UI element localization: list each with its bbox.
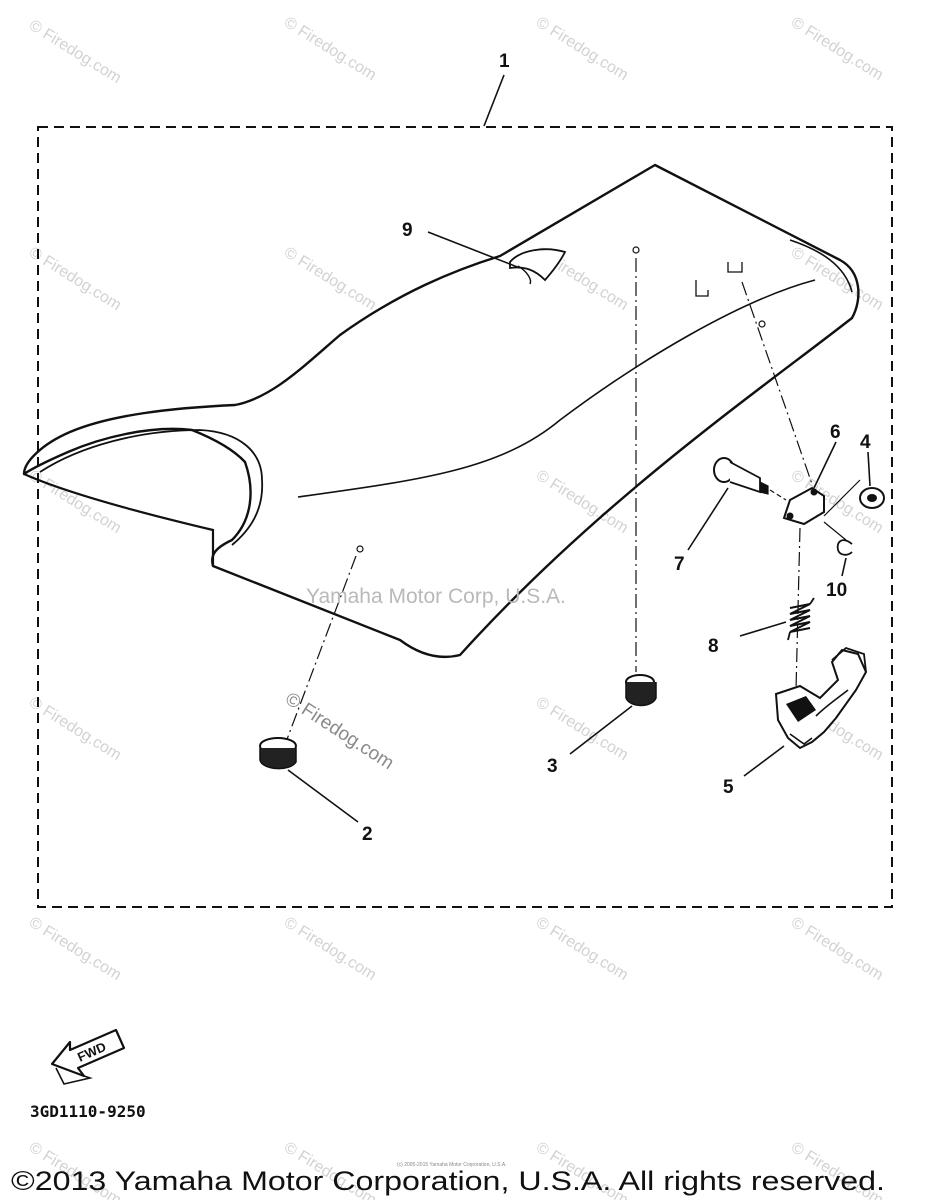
seat <box>22 163 860 659</box>
callout-8: 8 <box>708 636 719 657</box>
leader-7 <box>687 487 729 551</box>
part-3-damper <box>625 674 657 707</box>
leader-6 <box>813 441 837 489</box>
seat-pan-curve <box>39 429 263 546</box>
bolt-axis <box>769 489 787 501</box>
part-code: 3GD1110-9250 <box>30 1102 146 1121</box>
part-5-latch <box>774 646 868 750</box>
leader-5 <box>743 745 785 777</box>
leader-8 <box>739 621 787 637</box>
bolt-shank <box>729 461 761 494</box>
part-6-bracket <box>782 486 825 526</box>
watermark-diagonal: © Firedog.com <box>281 689 397 775</box>
callout-9: 9 <box>402 220 413 241</box>
seat-rear-edge <box>789 239 853 293</box>
seat-mount-hole <box>758 320 766 328</box>
nut-axis <box>823 479 861 517</box>
part-4-nut <box>859 487 885 509</box>
fwd-arrow: FWD <box>50 1028 126 1085</box>
seat-crease <box>297 279 816 498</box>
seat-front-rim <box>23 472 215 566</box>
part-2-damper <box>259 737 297 770</box>
bracket-hole <box>786 512 794 520</box>
watermark: © Firedog.com <box>281 244 379 314</box>
nut-inner <box>867 494 877 502</box>
watermark: © Firedog.com <box>26 244 124 314</box>
spring-end <box>787 597 815 641</box>
seat-mount-hole <box>356 545 364 553</box>
latch-hook <box>789 733 813 745</box>
fwd-arrow-shape <box>50 1028 126 1078</box>
watermark: © Firedog.com <box>26 17 124 87</box>
watermark: © Firedog.com <box>281 14 379 84</box>
copyright-footer: ©2013 Yamaha Motor Corporation, U.S.A. A… <box>11 1166 885 1196</box>
watermark: © Firedog.com <box>533 14 631 84</box>
latch-body <box>774 648 868 750</box>
callout-7: 7 <box>674 554 685 575</box>
watermark: © Firedog.com <box>533 694 631 764</box>
watermark: © Firedog.com <box>26 694 124 764</box>
seat-hook-right <box>727 262 743 273</box>
callout-5: 5 <box>723 777 734 798</box>
callout-10: 10 <box>826 580 847 601</box>
callout-3: 3 <box>547 756 558 777</box>
seat-outline <box>22 163 860 659</box>
bolt-thread <box>759 481 769 495</box>
watermark: © Firedog.com <box>281 914 379 984</box>
damper-body <box>625 682 657 707</box>
latch-shading <box>786 696 816 722</box>
spring-coils <box>789 603 811 633</box>
callout-4: 4 <box>860 432 871 453</box>
tiny-copyright: (c) 2005-2015 Yamaha Motor Corporation, … <box>397 1162 507 1168</box>
clip-body <box>836 539 853 556</box>
latch-arm <box>815 689 849 717</box>
leader-9 <box>427 231 521 269</box>
watermark: © Firedog.com <box>26 467 124 537</box>
leader-4 <box>867 451 871 487</box>
seat-hook-left <box>695 280 709 297</box>
damper-body <box>259 748 297 770</box>
leader-1 <box>483 74 505 127</box>
bracket-body <box>782 486 825 526</box>
part-7-bolt <box>713 457 769 495</box>
bracket-hole <box>810 488 818 496</box>
callout-2: 2 <box>362 824 373 845</box>
assembly-boundary <box>37 126 893 908</box>
centerline-part6 <box>741 281 813 485</box>
watermark: © Firedog.com <box>533 914 631 984</box>
latch-tab <box>831 646 867 673</box>
part-10-clip <box>836 539 853 556</box>
centerline-part2 <box>285 555 357 743</box>
watermark: © Firedog.com <box>788 914 886 984</box>
leader-10 <box>841 557 847 577</box>
fwd-arrow-shadow <box>55 1067 93 1085</box>
leader-3 <box>569 705 633 755</box>
watermark: © Firedog.com <box>788 244 886 314</box>
watermark: © Firedog.com <box>788 14 886 84</box>
seat-mount-hole <box>632 246 640 254</box>
callout-6: 6 <box>830 422 841 443</box>
seat-strap <box>509 248 567 282</box>
center-watermark: Yamaha Motor Corp, U.S.A. <box>306 585 566 608</box>
seat-strap-fold <box>517 265 532 285</box>
watermark: © Firedog.com <box>26 914 124 984</box>
part-8-spring <box>787 597 815 641</box>
leader-2 <box>287 769 359 823</box>
callout-1: 1 <box>499 51 510 72</box>
clip-axis <box>823 521 847 541</box>
